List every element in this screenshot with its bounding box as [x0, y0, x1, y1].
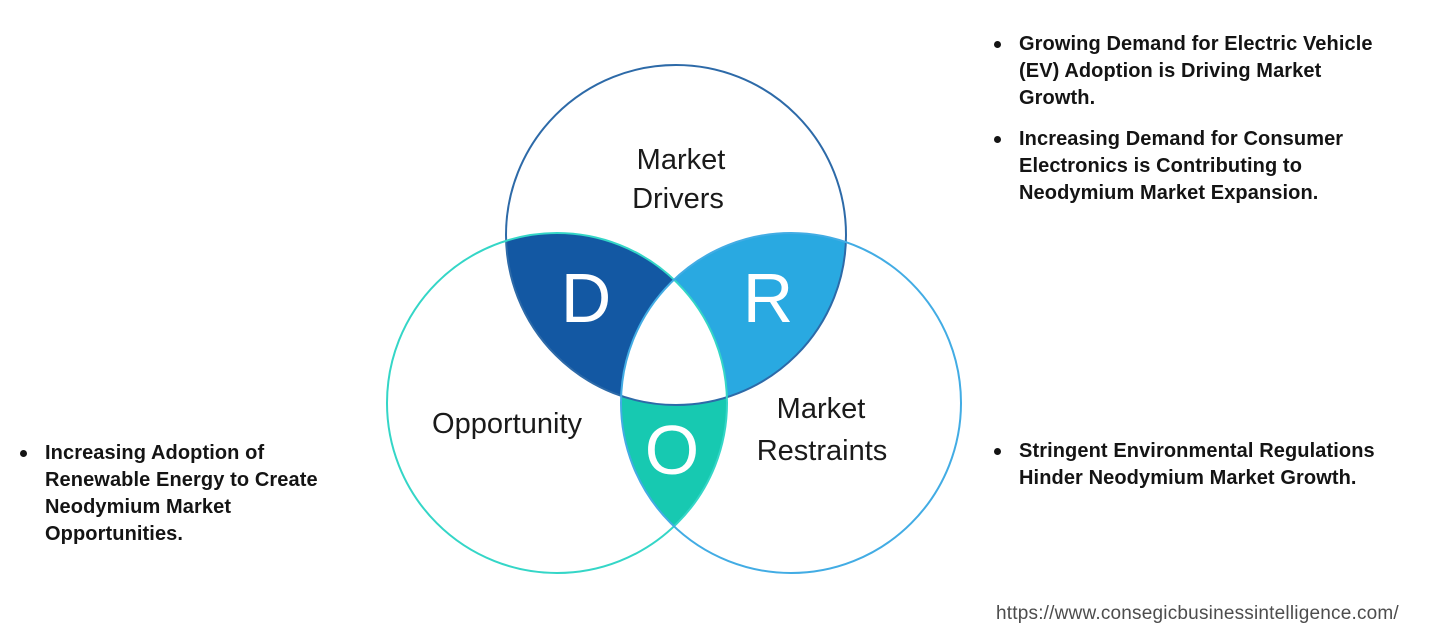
opportunity-label: Opportunity — [432, 408, 582, 440]
opportunity-bullet-1: Increasing Adoption of Renewable Energy … — [45, 442, 318, 545]
drivers-bullet-list: Growing Demand for Electric Vehicle (EV)… — [994, 31, 1373, 207]
drivers-circle-outline — [505, 64, 847, 406]
restraints-label-line2: Restraints — [757, 435, 888, 467]
driver-bullet-2: Increasing Demand for Consumer Electroni… — [1019, 128, 1344, 204]
list-item: Increasing Adoption of Renewable Energy … — [20, 440, 318, 548]
restraints-bullet-1: Stringent Environmental Regulations Hind… — [1019, 440, 1375, 489]
source-url: https://www.consegicbusinessintelligence… — [996, 603, 1399, 624]
drivers-label-line1: Market — [637, 144, 726, 176]
opportunity-bullet-list: Increasing Adoption of Renewable Energy … — [20, 440, 318, 548]
driver-bullet-1: Growing Demand for Electric Vehicle (EV)… — [1019, 33, 1373, 109]
restraints-circle-outline — [620, 232, 962, 574]
restraints-letter: R — [743, 259, 794, 337]
opportunity-circle-outline — [386, 232, 728, 574]
list-item: Stringent Environmental Regulations Hind… — [994, 438, 1375, 492]
list-item: Growing Demand for Electric Vehicle (EV)… — [994, 31, 1373, 112]
bullet-dot-icon — [994, 41, 1001, 48]
restraints-bullet-list: Stringent Environmental Regulations Hind… — [994, 438, 1375, 492]
bullet-dot-icon — [994, 448, 1001, 455]
restraints-label-line1: Market — [777, 393, 866, 425]
drivers-label-line2: Drivers — [632, 183, 724, 215]
bullet-dot-icon — [994, 136, 1001, 143]
opportunity-letter: O — [645, 411, 699, 489]
drivers-letter: D — [561, 259, 612, 337]
bullet-dot-icon — [20, 450, 27, 457]
list-item: Increasing Demand for Consumer Electroni… — [994, 126, 1373, 207]
